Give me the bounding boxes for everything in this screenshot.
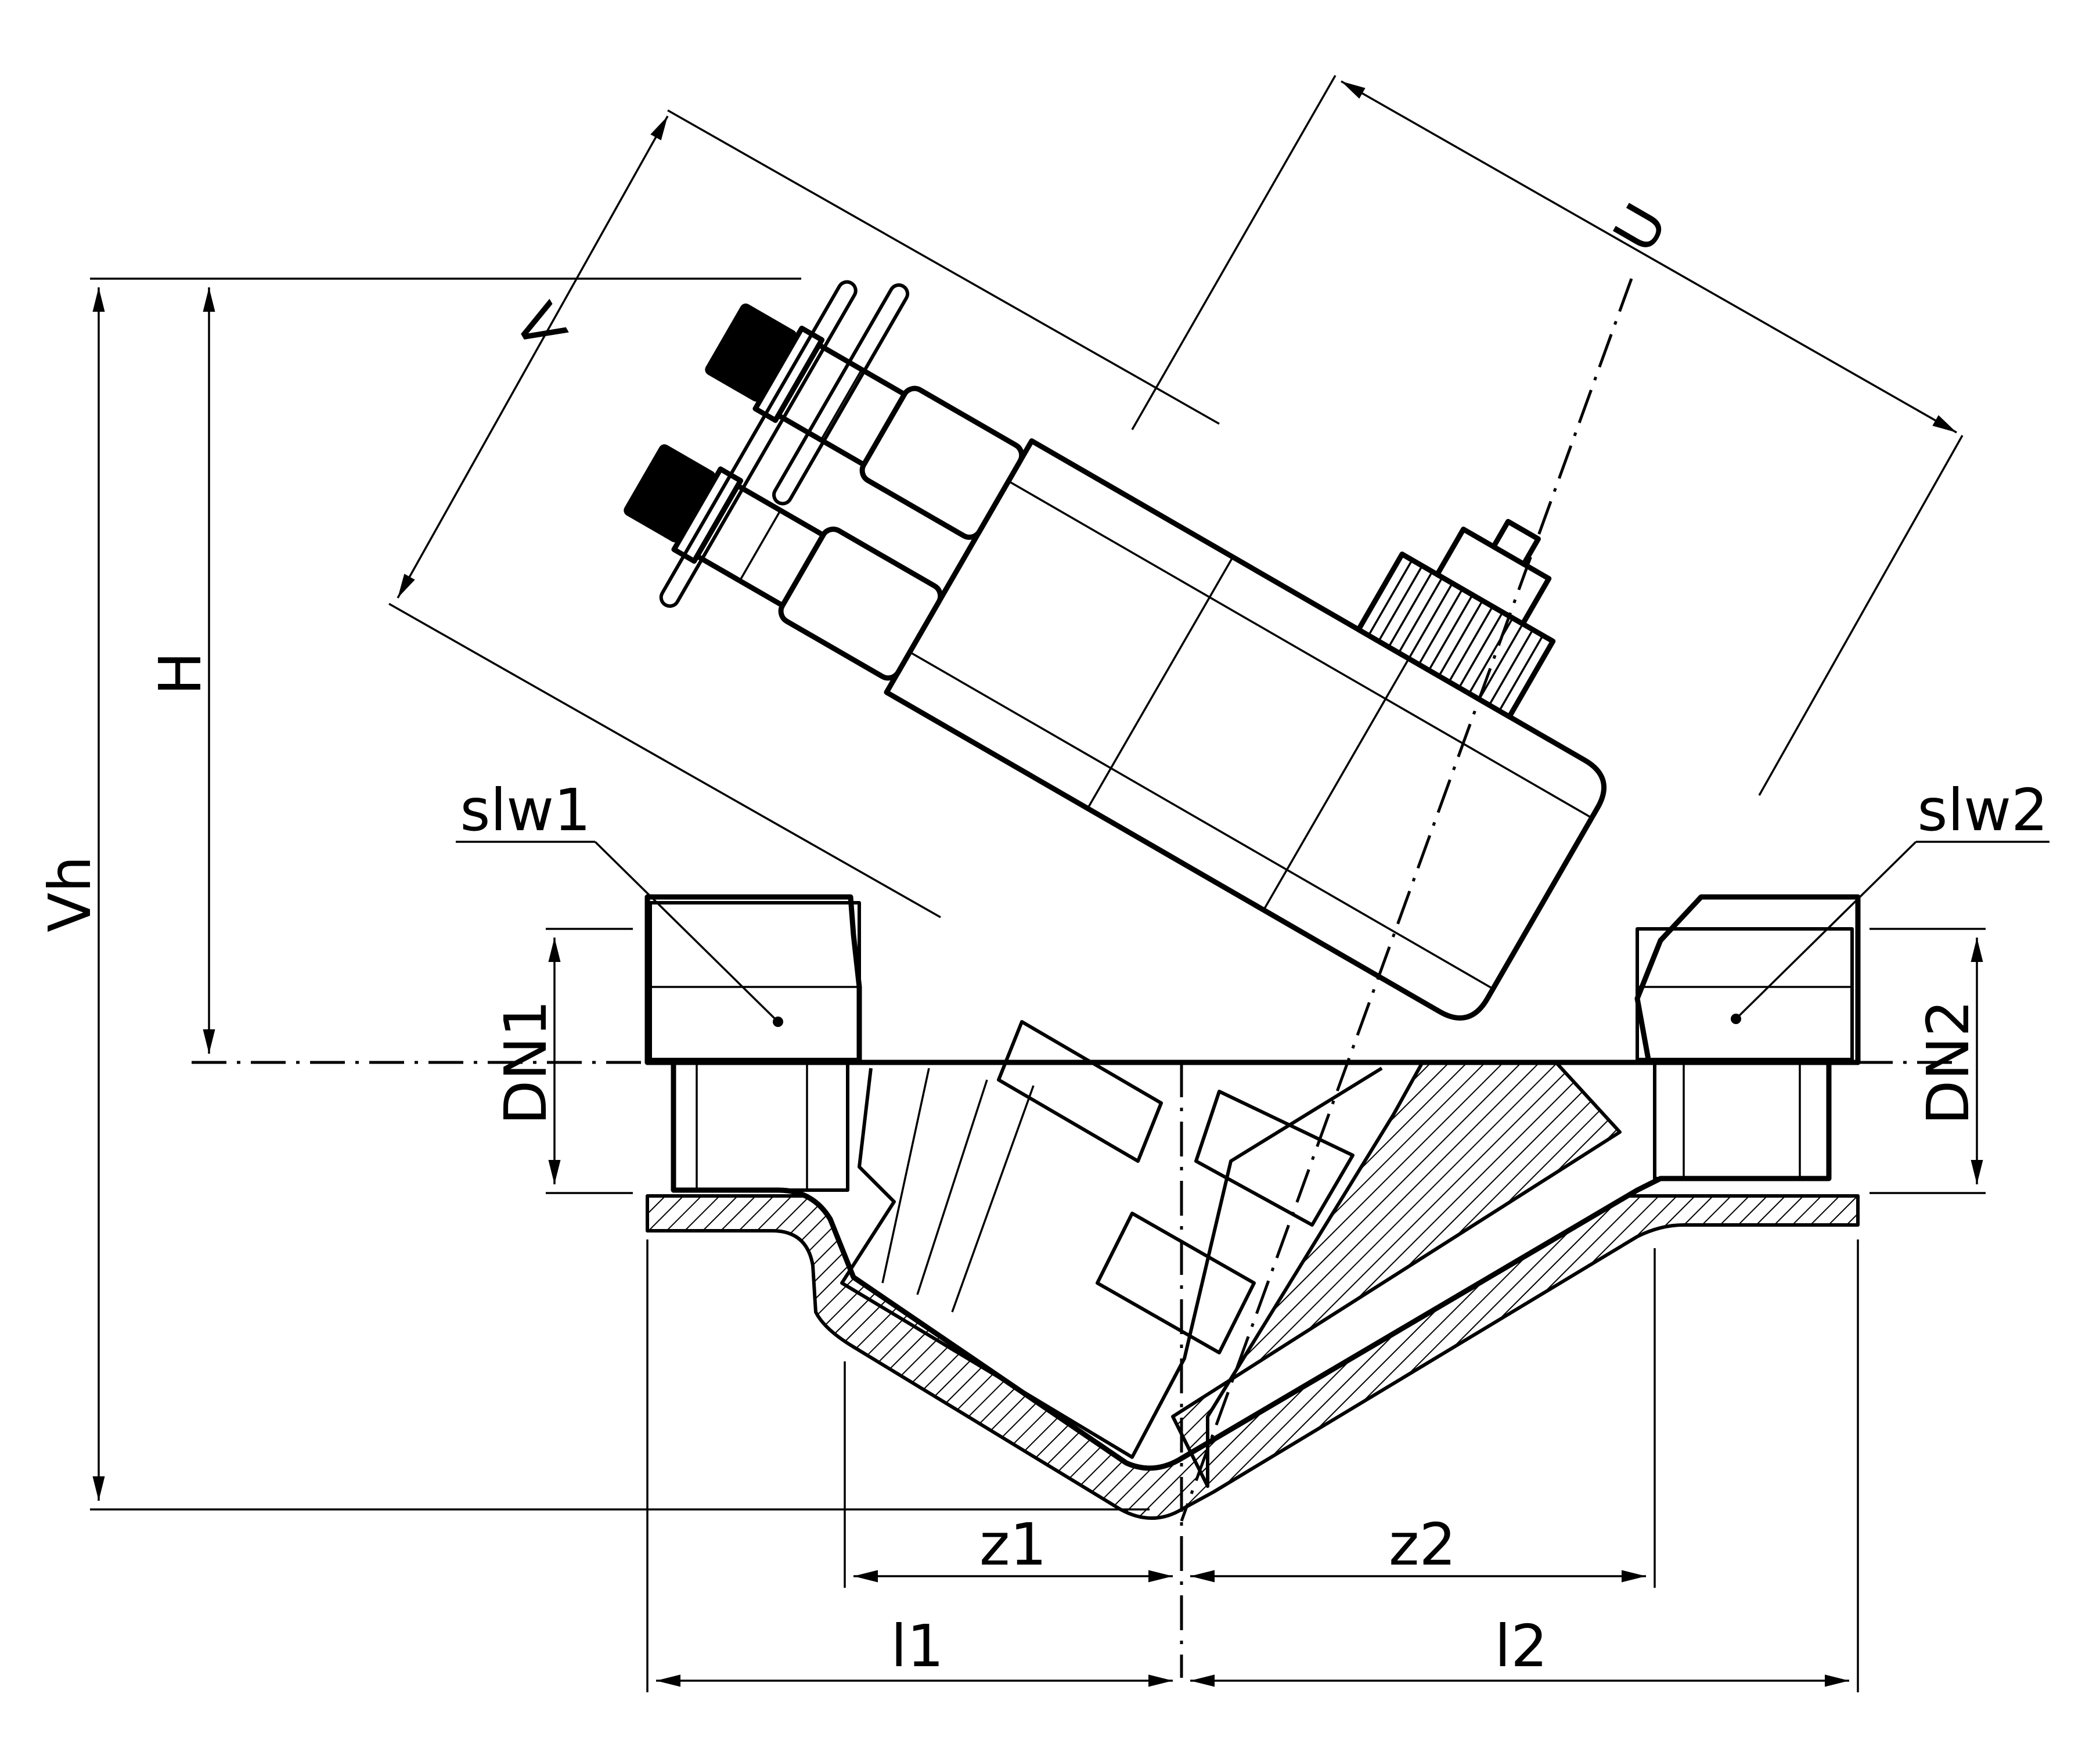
valve-body	[644, 894, 1861, 1520]
dim-h: H	[146, 287, 215, 1054]
label-u: U	[1600, 193, 1680, 264]
dim-dn2: DN2	[1870, 928, 1986, 1194]
actuator-assembly	[624, 280, 1607, 1021]
label-vh: Vh	[36, 856, 104, 932]
label-h: H	[146, 651, 214, 695]
dim-dn1: DN1	[492, 928, 633, 1194]
leader-slw1: slw1	[456, 776, 783, 1027]
label-v: V	[500, 293, 579, 361]
label-dn2: DN2	[1914, 1000, 1982, 1125]
label-z2: z2	[1389, 1511, 1456, 1579]
axis-lines	[192, 278, 1962, 1678]
label-l1: l1	[891, 1612, 943, 1680]
label-slw1: slw1	[460, 776, 590, 844]
label-slw2: slw2	[1917, 776, 2048, 844]
dim-z1-z2: z1 z2	[844, 1248, 1656, 1588]
dim-vh: Vh	[36, 278, 1150, 1511]
leader-slw2: slw2	[1731, 776, 2049, 1024]
label-l2: l2	[1494, 1612, 1547, 1680]
dim-l1-l2: l1 l2	[646, 1239, 1859, 1692]
label-dn1: DN1	[492, 1000, 560, 1125]
label-z1: z1	[979, 1511, 1047, 1579]
